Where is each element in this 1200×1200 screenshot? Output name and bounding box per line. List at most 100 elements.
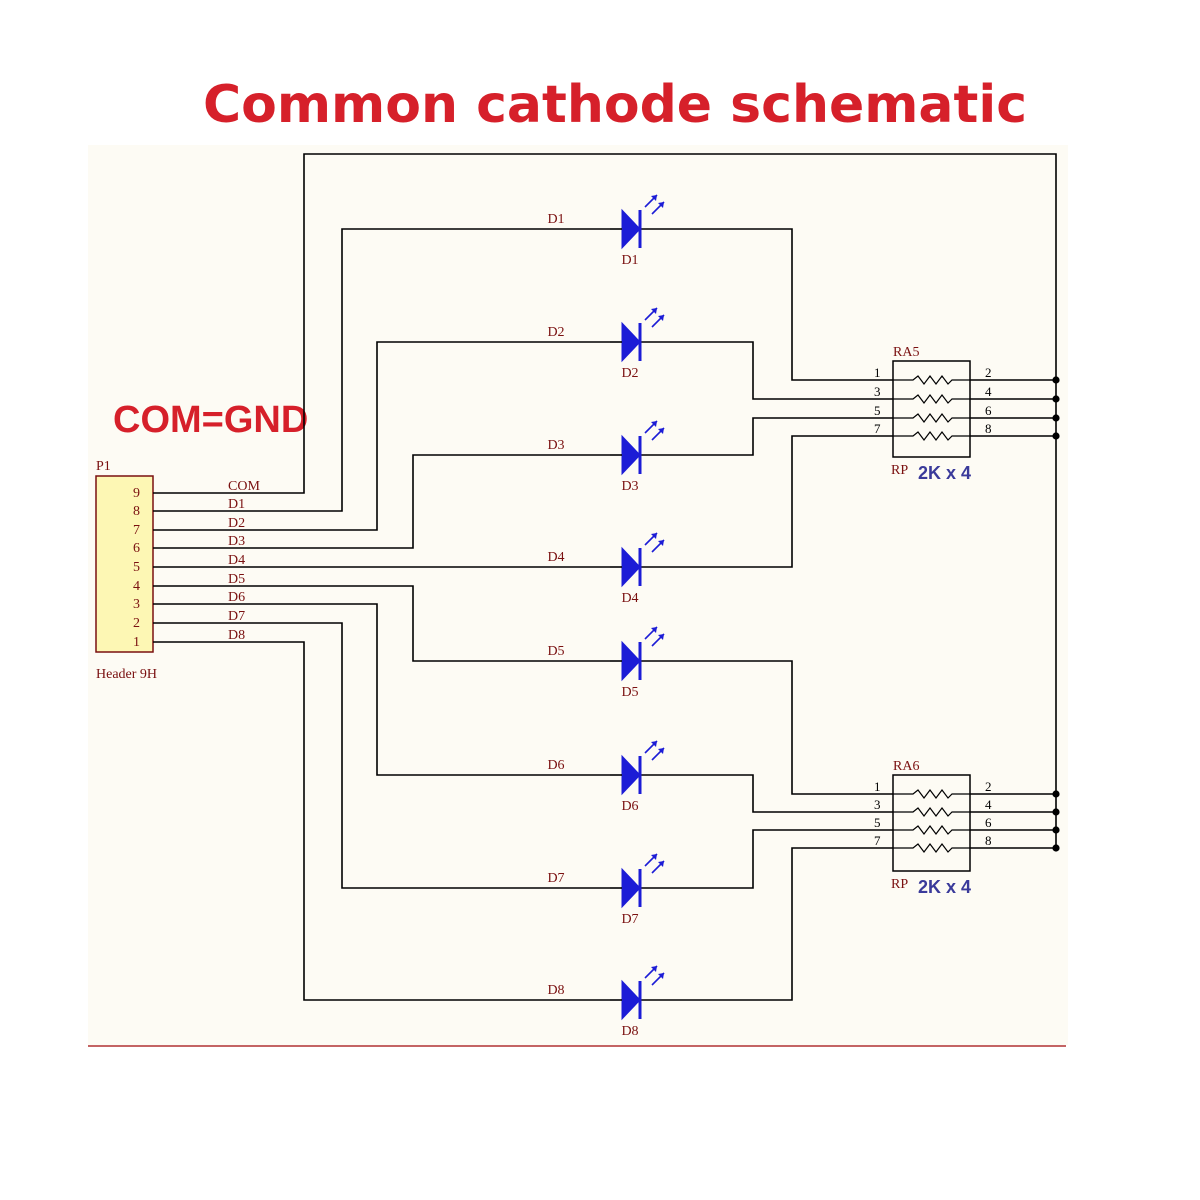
led-arrowhead xyxy=(651,627,657,633)
junction-dot xyxy=(1052,376,1060,384)
rp-resistor xyxy=(893,807,970,817)
led-to-rp-wire xyxy=(640,829,893,889)
net-label-d4: D4 xyxy=(228,553,245,568)
led-arrowhead xyxy=(658,634,664,640)
junction-dot xyxy=(1052,808,1060,816)
junction-dot xyxy=(1052,432,1060,440)
net-label-d3: D3 xyxy=(228,534,245,549)
net-wire-d6 xyxy=(226,603,610,776)
rp-resistor xyxy=(893,789,970,799)
header-pin-number: 3 xyxy=(133,597,140,612)
led-ref: D6 xyxy=(621,799,638,814)
net-label-d2: D2 xyxy=(228,516,245,531)
rp-type: RP xyxy=(891,463,908,478)
led-ref: D1 xyxy=(621,253,638,268)
net-wire-d8 xyxy=(226,641,610,1001)
rp-left-pin: 7 xyxy=(874,421,881,436)
rp-right-pin: 8 xyxy=(985,833,992,848)
led-net-label: D2 xyxy=(547,325,564,340)
net-wire-d7 xyxy=(226,622,610,889)
page-title: Common cathode schematic xyxy=(203,75,1027,135)
rp-value: 2K x 4 xyxy=(918,877,971,897)
led-to-rp-wire xyxy=(640,435,893,568)
wire-layer xyxy=(226,153,1057,1001)
net-label-d8: D8 xyxy=(228,628,245,643)
rp-type: RP xyxy=(891,877,908,892)
net-label-com: COM xyxy=(228,479,260,494)
led-arrowhead xyxy=(651,966,657,972)
rp-left-pin: 7 xyxy=(874,833,881,848)
rp-right-pin: 4 xyxy=(985,384,992,399)
net-wire-d5 xyxy=(226,585,610,662)
led-arrowhead xyxy=(651,308,657,314)
led-arrowhead xyxy=(651,195,657,201)
rp-left-pin: 1 xyxy=(874,779,881,794)
led-arrowhead xyxy=(658,748,664,754)
rp-right-pin: 2 xyxy=(985,365,992,380)
rp-resistor xyxy=(893,375,970,385)
net-wire-d1 xyxy=(226,228,610,512)
led-arrowhead xyxy=(658,315,664,321)
header-pin-number: 2 xyxy=(133,616,140,631)
rp-resistor xyxy=(893,431,970,441)
rp-left-pin: 3 xyxy=(874,797,881,812)
junction-dot xyxy=(1052,414,1060,422)
header-pin-number: 5 xyxy=(133,560,140,575)
led-arrowhead xyxy=(658,861,664,867)
rp-right-pin: 8 xyxy=(985,421,992,436)
led-arrowhead xyxy=(658,973,664,979)
net-label-d6: D6 xyxy=(228,590,245,605)
net-label-d5: D5 xyxy=(228,572,245,587)
rp-left-pin: 5 xyxy=(874,815,881,830)
led-to-rp-wire xyxy=(640,660,893,795)
rp-right-pin: 4 xyxy=(985,797,992,812)
led-ref: D8 xyxy=(621,1024,638,1039)
header-pin-number: 4 xyxy=(133,579,140,594)
header-pin-number: 9 xyxy=(133,486,140,501)
led-arrowhead xyxy=(651,421,657,427)
rp-resistor xyxy=(893,394,970,404)
led-ref: D4 xyxy=(621,591,638,606)
led-arrowhead xyxy=(651,854,657,860)
rp-right-pin: 6 xyxy=(985,403,992,418)
led-arrowhead xyxy=(651,533,657,539)
rp-left-pin: 5 xyxy=(874,403,881,418)
led-arrowhead xyxy=(658,540,664,546)
led-arrowhead xyxy=(651,741,657,747)
rp-value: 2K x 4 xyxy=(918,463,971,483)
junction-dot xyxy=(1052,844,1060,852)
led-net-label: D3 xyxy=(547,438,564,453)
rp-left-pin: 1 xyxy=(874,365,881,380)
led-ref: D3 xyxy=(621,479,638,494)
header-pin-number: 1 xyxy=(133,635,140,650)
header-part-name: Header 9H xyxy=(96,667,157,682)
schematic-sheet xyxy=(88,145,1068,1045)
rp-left-pin: 3 xyxy=(874,384,881,399)
rp-right-pin: 6 xyxy=(985,815,992,830)
led-net-label: D6 xyxy=(547,758,564,773)
net-label-d1: D1 xyxy=(228,497,245,512)
rp-resistor xyxy=(893,843,970,853)
led-net-label: D5 xyxy=(547,644,564,659)
net-label-d7: D7 xyxy=(228,609,245,624)
led-net-label: D7 xyxy=(547,871,564,886)
led-ref: D5 xyxy=(621,685,638,700)
header-pin-number: 8 xyxy=(133,504,140,519)
junction-dot xyxy=(1052,790,1060,798)
rp-resistor xyxy=(893,413,970,423)
led-arrowhead xyxy=(658,428,664,434)
header-designator: P1 xyxy=(96,459,111,474)
rp-designator: RA5 xyxy=(893,345,919,360)
